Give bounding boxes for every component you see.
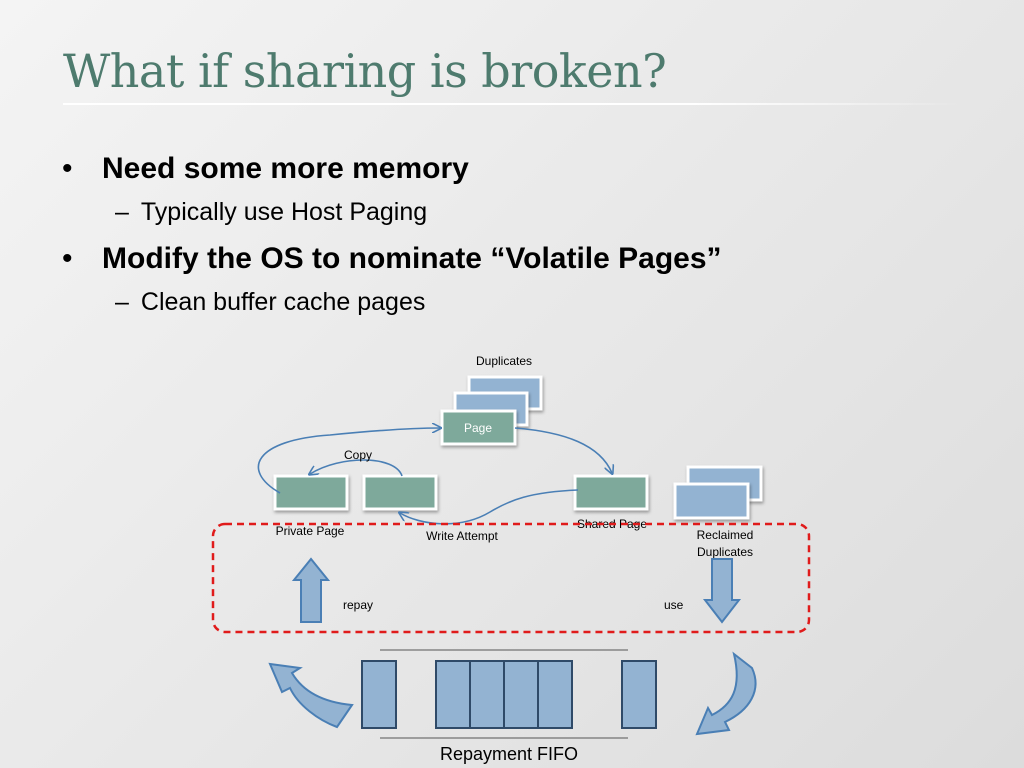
page-box (440, 409, 517, 446)
sub-bullet-1-marker: – (115, 198, 129, 226)
fifo-entry-curved-arrow-icon (695, 651, 757, 736)
title-underline (63, 103, 963, 105)
sub-bullet-1-text: Typically use Host Paging (140, 198, 428, 226)
bullet-2-text: Modify the OS to nominate “Volatile Page… (102, 242, 722, 275)
arrow-page-to-shared (514, 427, 612, 473)
reclaimed-label-line2: Duplicates (697, 545, 753, 559)
bullet-1-text: Need some more memory (102, 152, 469, 185)
reclaimed-label-line1: Reclaimed (697, 528, 754, 542)
repayment-fifo-label: Repayment FIFO (440, 744, 579, 764)
private-page-label: Private Page (276, 524, 345, 538)
fifo-slot (361, 660, 397, 729)
bullet-2-marker: • (62, 242, 73, 275)
repay-arrow-icon (291, 557, 331, 623)
reclaimed-page-front (673, 482, 750, 520)
fifo-slot (537, 660, 573, 729)
fifo-slot (435, 660, 471, 729)
page-label: Page (464, 421, 492, 435)
private-page-box (273, 474, 349, 511)
sub-bullet-2-text: Clean buffer cache pages (140, 288, 426, 316)
sub-bullet-1: –Typically use Host Paging (115, 198, 427, 227)
use-label: use (664, 598, 684, 612)
use-arrow-icon (702, 558, 742, 624)
volatile-region-border (211, 522, 811, 634)
arrow-write-attempt (400, 489, 579, 525)
fifo-slot (621, 660, 657, 729)
fifo-slot (469, 660, 505, 729)
fifo-exit-curved-arrow-icon (268, 662, 354, 729)
arrow-private-to-page (257, 428, 440, 494)
copy-label: Copy (344, 448, 372, 462)
write-attempt-label: Write Attempt (426, 529, 498, 543)
shared-page-box (573, 474, 649, 511)
bullet-1-marker: • (62, 152, 73, 185)
duplicates-label: Duplicates (476, 354, 532, 368)
arrow-copy (310, 459, 403, 477)
repay-label: repay (343, 598, 373, 612)
fifo-slot (503, 660, 539, 729)
copied-page-box (362, 474, 438, 511)
sub-bullet-2-marker: – (115, 288, 129, 316)
sub-bullet-2: –Clean buffer cache pages (115, 288, 425, 317)
slide-title: What if sharing is broken? (63, 44, 667, 98)
